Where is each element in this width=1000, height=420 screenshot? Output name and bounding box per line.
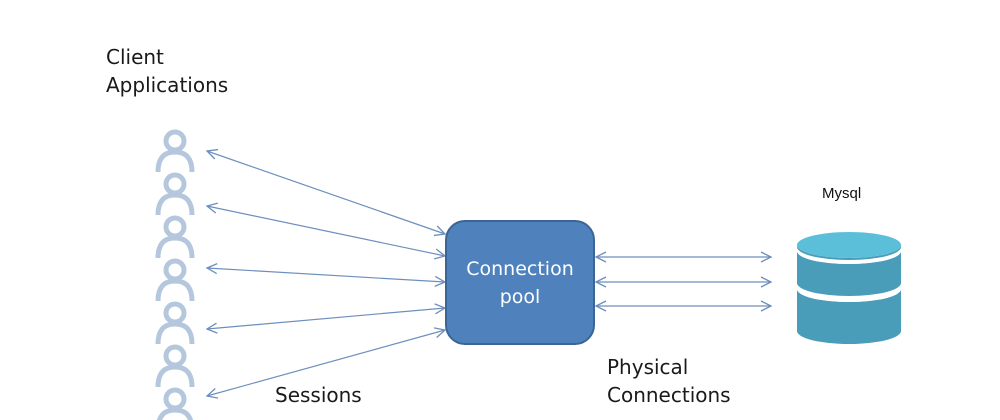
sessions-label: Sessions [275, 383, 362, 407]
session-arrow [207, 206, 445, 256]
client-label-line-1: Client [106, 45, 164, 69]
pool-label-line-2: pool [499, 285, 541, 308]
pool-label-line-1: Connection [466, 257, 574, 280]
session-arrow [207, 151, 445, 234]
person-icon [155, 258, 195, 302]
physical-label-line-1: Physical [607, 355, 689, 379]
connection-pool-box: Connection pool [445, 220, 595, 345]
client-icons [155, 129, 195, 420]
client-applications-label: Client Applications [106, 43, 228, 99]
person-icon [155, 215, 195, 259]
session-arrows [207, 151, 445, 396]
session-arrow [207, 268, 445, 282]
session-arrow [207, 308, 445, 329]
physical-arrows [596, 257, 771, 306]
database-label: Mysql [822, 185, 862, 202]
person-icon [155, 301, 195, 345]
database-icon [797, 232, 901, 344]
client-label-line-2: Applications [106, 73, 229, 97]
person-icon [155, 129, 195, 173]
physical-connections-label: Physical Connections [607, 353, 731, 409]
person-icon [155, 344, 195, 388]
physical-label-line-2: Connections [607, 383, 731, 407]
person-icon [156, 387, 194, 420]
person-icon [155, 172, 195, 216]
session-arrow [207, 330, 445, 396]
